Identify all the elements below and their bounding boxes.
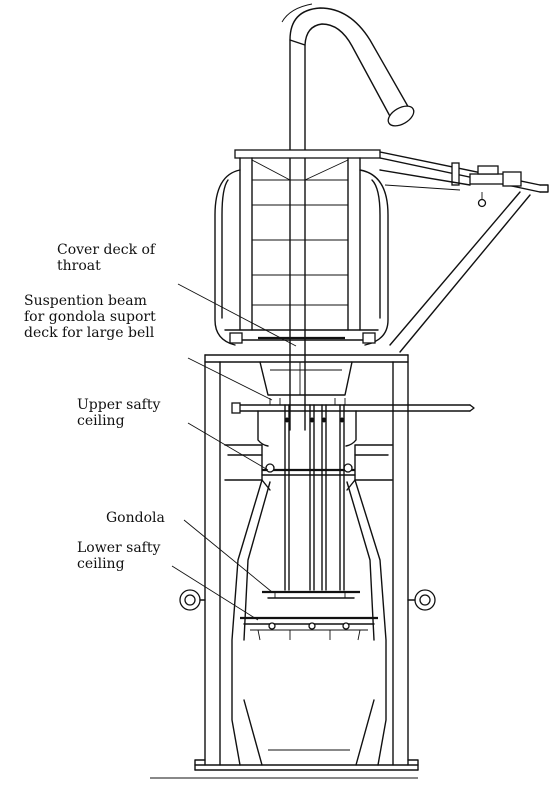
side-rings: [179, 589, 436, 611]
leader-suspension-beam: [187, 357, 273, 401]
label-cover-deck-line1: Cover deck of: [57, 242, 156, 258]
label-lower-ceiling-line1: Lower safty: [77, 540, 161, 556]
label-suspension-beam: Suspention beam for gondola suport deck …: [24, 293, 156, 341]
leader-gondola: [183, 519, 273, 593]
gondola-rods: [284, 404, 345, 591]
upper-safety-ceiling: [261, 463, 356, 491]
leader-lines: [171, 283, 297, 621]
label-gondola-text: Gondola: [106, 510, 165, 526]
label-lower-ceiling-line2: ceiling: [77, 556, 125, 572]
label-suspension-line2: for gondola suport: [24, 309, 156, 325]
exhaust-pipe: [281, 3, 415, 431]
suspension-beam-deck: [231, 398, 475, 414]
upper-platform-deck: [234, 149, 549, 208]
gondola-platform: [262, 590, 360, 599]
label-upper-ceiling-line1: Upper safty: [77, 397, 161, 413]
label-upper-ceiling: Upper safty ceiling: [77, 397, 160, 429]
label-suspension-line1: Suspention beam: [24, 293, 147, 309]
label-lower-ceiling: Lower safty ceiling: [77, 540, 160, 572]
leader-upper-ceiling: [187, 422, 269, 471]
upper-cage-frame: [214, 157, 389, 346]
label-gondola: Gondola: [106, 510, 165, 526]
outer-tower-frame: [150, 354, 419, 779]
leader-cover-deck: [177, 283, 297, 347]
label-cover-deck: Cover deck of throat: [57, 242, 155, 274]
label-cover-deck-line2: throat: [57, 258, 101, 274]
support-struts: [379, 169, 531, 353]
leader-lower-ceiling: [171, 565, 259, 621]
throat-hopper: [259, 361, 353, 396]
label-suspension-line3: deck for large bell: [24, 325, 155, 341]
lower-safety-ceiling: [240, 616, 378, 641]
label-upper-ceiling-line2: ceiling: [77, 413, 125, 429]
furnace-shaft: [224, 410, 393, 766]
